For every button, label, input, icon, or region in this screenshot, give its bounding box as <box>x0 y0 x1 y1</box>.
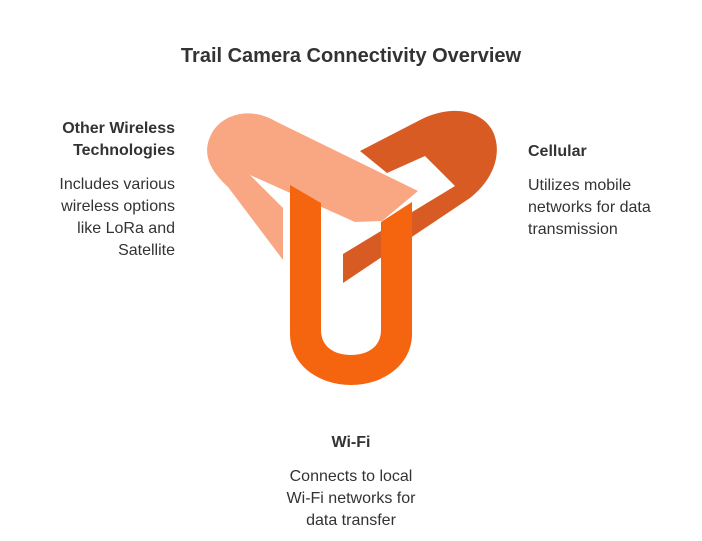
wifi-description-line: Wi-Fi networks for <box>286 490 416 507</box>
other-wireless-loop <box>207 113 418 260</box>
other-wireless-heading-line: Technologies <box>73 142 175 159</box>
other-wireless-description: Includes various wireless options like L… <box>20 174 175 262</box>
cellular-description-line: networks for data <box>528 199 651 216</box>
other-wireless-block: Other Wireless Technologies Includes var… <box>20 118 175 262</box>
wifi-description: Connects to local Wi-Fi networks for dat… <box>251 466 451 532</box>
cellular-block: Cellular Utilizes mobile networks for da… <box>528 141 698 241</box>
diagram-title: Trail Camera Connectivity Overview <box>180 45 522 67</box>
wifi-block: Wi-Fi Connects to local Wi-Fi networks f… <box>251 432 451 532</box>
cellular-description-line: transmission <box>528 221 618 238</box>
cellular-heading: Cellular <box>528 141 698 163</box>
other-wireless-description-line: Satellite <box>118 242 175 259</box>
wifi-heading: Wi-Fi <box>251 432 451 454</box>
cellular-description: Utilizes mobile networks for data transm… <box>528 175 698 241</box>
wifi-description-line: data transfer <box>306 512 396 529</box>
wifi-loop <box>290 185 412 385</box>
other-wireless-description-line: Includes various <box>59 176 175 193</box>
other-wireless-heading-line: Other Wireless <box>62 120 175 137</box>
other-wireless-description-line: like LoRa and <box>77 220 175 237</box>
wifi-heading-line: Wi-Fi <box>331 434 371 451</box>
cellular-description-line: Utilizes mobile <box>528 177 632 194</box>
other-wireless-heading: Other Wireless Technologies <box>20 118 175 162</box>
wifi-description-line: Connects to local <box>289 468 413 485</box>
other-wireless-description-line: wireless options <box>61 198 175 215</box>
cellular-heading-line: Cellular <box>528 143 587 160</box>
